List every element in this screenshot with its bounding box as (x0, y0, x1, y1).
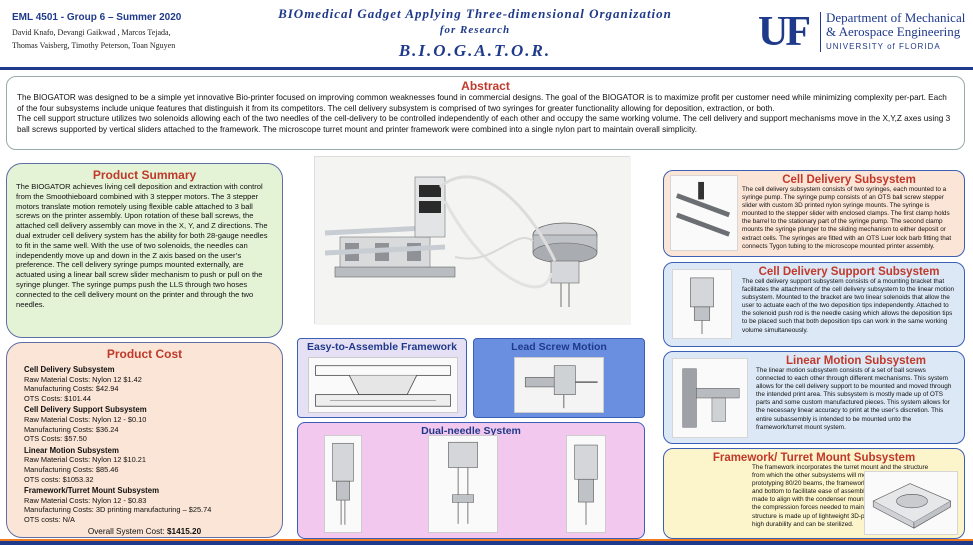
course-label: EML 4501 - Group 6 – Summer 2020 (12, 12, 182, 23)
poster-title: BIOmedical Gadget Applying Three-dimensi… (190, 6, 760, 61)
title-acronym: B.I.O.G.A.T.O.R. (398, 41, 552, 60)
cell-delivery-box: Cell Delivery Subsystem The cell deliver… (663, 170, 965, 257)
linear-motion-title: Linear Motion Subsystem (786, 355, 926, 367)
author-list: David Knafo, Devangi Gaikwad , Marcos Te… (12, 26, 175, 52)
abstract-box: Abstract The BIOGATOR was designed to be… (6, 76, 965, 150)
cost-ots: OTS Costs: $101.44 (24, 393, 91, 403)
cost-heading: Linear Motion Subsystem (24, 445, 119, 455)
footer-band (0, 539, 973, 545)
lead-screw-title: Lead Screw Motion (511, 341, 607, 353)
cost-heading: Cell Delivery Subsystem (24, 365, 115, 374)
cost-ots: OTS costs: $1053.32 (24, 474, 94, 484)
dual-needle-title: Dual-needle System (421, 425, 521, 437)
abstract-paragraph-2: The cell support structure utilizes two … (17, 114, 951, 134)
cost-ots: OTS costs: N/A (24, 514, 75, 524)
linear-motion-image (672, 358, 748, 438)
cell-delivery-title: Cell Delivery Subsystem (782, 174, 916, 186)
framework-turret-box: Framework/ Turret Mount Subsystem The fr… (663, 448, 965, 539)
cost-raw: Raw Material Costs: Nylon 12 $10.21 (24, 455, 147, 465)
framework-drawing (308, 357, 458, 413)
cost-heading: Framework/Turret Mount Subsystem (24, 486, 160, 496)
dual-needle-panel: Dual-needle System (297, 422, 645, 539)
cell-support-image (672, 269, 732, 339)
framework-turret-text: The framework incorporates the turret mo… (752, 464, 940, 528)
dual-needle-view-1 (324, 435, 362, 533)
cost-raw: Raw Material Costs: Nylon 12 $1.42 (24, 374, 142, 384)
cost-mfg: Manufacturing Costs: 3D printing manufac… (24, 505, 212, 515)
cost-heading: Cell Delivery Support Subsystem (24, 405, 147, 415)
dual-needle-view-2 (428, 435, 498, 533)
product-cost-title: Product Cost (106, 347, 183, 361)
authors-line-1: David Knafo, Devangi Gaikwad , Marcos Te… (12, 28, 171, 37)
cell-support-box: Cell Delivery Support Subsystem The cell… (663, 262, 965, 347)
overall-cost: Overall System Cost: $1415.20 (16, 527, 273, 536)
cost-section: Framework/Turret Mount Subsystem Raw Mat… (24, 486, 273, 524)
biogator-assembly-image (314, 156, 631, 325)
linear-motion-text: The linear motion subsystem consists of … (756, 367, 952, 431)
overall-cost-value: $1415.20 (167, 526, 202, 536)
lead-screw-panel: Lead Screw Motion (473, 338, 645, 418)
easy-assemble-title: Easy-to-Assemble Framework (307, 341, 457, 353)
cost-ots: OTS Costs: $57.50 (24, 434, 87, 444)
abstract-paragraph-1: The BIOGATOR was designed to be a simple… (17, 93, 947, 113)
product-summary-box: Product Summary The BIOGATOR achieves li… (6, 163, 283, 338)
header-band (0, 67, 973, 70)
overall-cost-label: Overall System Cost: (87, 526, 167, 536)
framework-turret-image (864, 471, 958, 535)
framework-turret-title: Framework/ Turret Mount Subsystem (712, 452, 916, 464)
dept-line-2: & Aerospace Engineering (826, 24, 961, 39)
university-name: UNIVERSITY of FLORIDA (826, 42, 941, 51)
poster-header: EML 4501 - Group 6 – Summer 2020 David K… (0, 0, 973, 70)
linear-motion-box: Linear Motion Subsystem The linear motio… (663, 351, 965, 444)
uf-logo: UF (758, 9, 811, 55)
cell-support-title: Cell Delivery Support Subsystem (758, 266, 940, 278)
cost-section: Cell Delivery Support Subsystem Raw Mate… (24, 405, 273, 443)
cost-raw: Raw Material Costs: Nylon 12 - $0.83 (24, 495, 147, 505)
cost-raw: Raw Material Costs: Nylon 12 - $0.10 (24, 414, 147, 424)
abstract-title: Abstract (461, 79, 510, 93)
product-summary-title: Product Summary (92, 168, 197, 182)
easy-assemble-panel: Easy-to-Assemble Framework (297, 338, 467, 418)
title-line-2: for Research (439, 24, 511, 36)
logo-divider (820, 12, 821, 52)
cost-section: Linear Motion Subsystem Raw Material Cos… (24, 446, 273, 484)
lead-screw-drawing (514, 357, 604, 413)
cost-mfg: Manufacturing Costs: $85.46 (24, 464, 119, 474)
cost-mfg: Manufacturing Costs: $36.24 (24, 424, 119, 434)
cost-section: Cell Delivery Subsystem Raw Material Cos… (24, 365, 273, 403)
authors-line-2: Thomas Vaisberg, Timothy Peterson, Toan … (12, 41, 176, 50)
cell-support-text: The cell delivery support subsystem cons… (742, 278, 955, 334)
dual-needle-view-3 (566, 435, 606, 533)
cell-delivery-image (670, 175, 738, 251)
cost-mfg: Manufacturing Costs: $42.94 (24, 384, 119, 394)
title-line-1: BIOmedical Gadget Applying Three-dimensi… (278, 6, 672, 21)
product-summary-text: The BIOGATOR achieves living cell deposi… (16, 182, 268, 309)
dept-line-1: Department of Mechanical (826, 10, 966, 25)
cell-delivery-text: The cell delivery subsystem consists of … (742, 186, 952, 250)
assembly-illustration (315, 157, 631, 325)
product-cost-box: Product Cost Cell Delivery Subsystem Raw… (6, 342, 283, 538)
department-name: Department of Mechanical & Aerospace Eng… (826, 11, 965, 54)
